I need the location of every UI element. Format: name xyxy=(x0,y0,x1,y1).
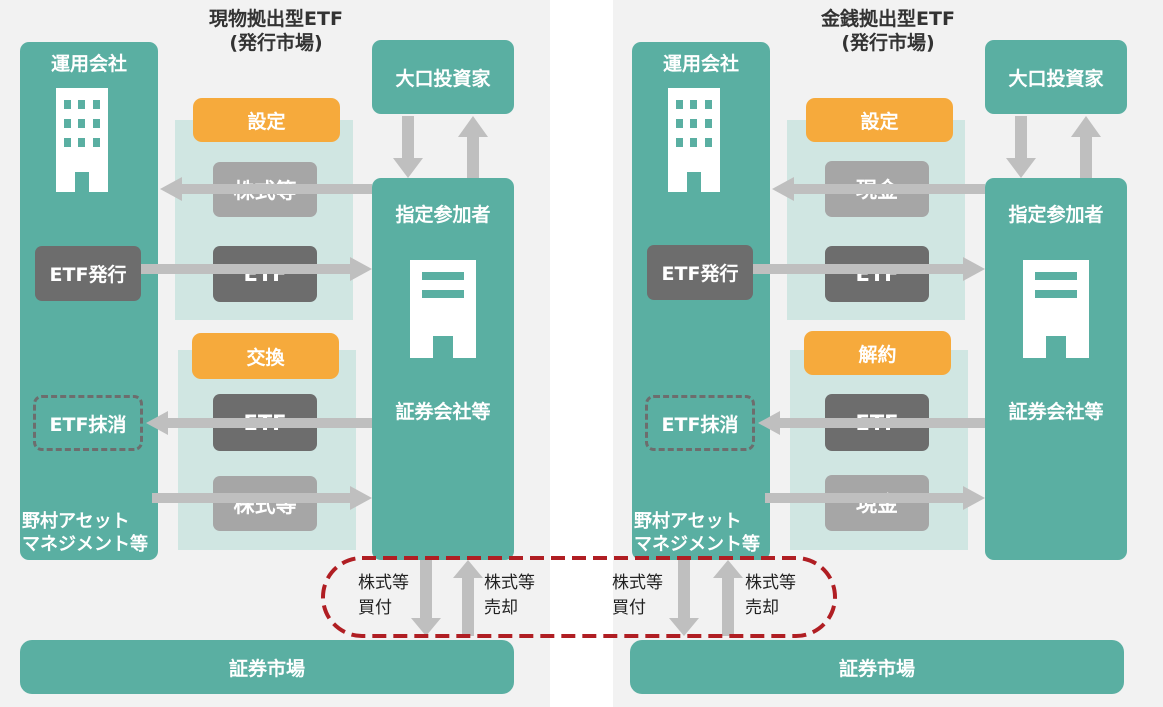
right-big-investor-box: 大口投資家 xyxy=(985,40,1127,114)
right-arrow-flow3 xyxy=(758,411,985,435)
left-big-investor-box: 大口投資家 xyxy=(372,40,514,114)
right-participant-column xyxy=(985,178,1127,560)
left-securities-label: 証券会社等 xyxy=(395,401,491,423)
left-title-line1: 現物拠出型ETF xyxy=(209,8,343,30)
right-securities-label: 証券会社等 xyxy=(1008,401,1104,423)
left-setup-badge: 設定 xyxy=(193,98,340,142)
right-nomura-line1: 野村アセット xyxy=(634,511,742,532)
left-arrow-participant-up xyxy=(458,116,488,178)
left-sell-line2: 売却 xyxy=(484,598,518,618)
right-buy-line2: 買付 xyxy=(612,598,646,618)
left-title: 現物拠出型ETF (発行市場) xyxy=(126,7,426,55)
right-title-line2: (発行市場) xyxy=(841,32,935,54)
office-icon xyxy=(1023,260,1089,358)
left-exchange-badge: 交換 xyxy=(192,333,339,379)
left-arrow-investor-down xyxy=(393,116,423,178)
right-arrow-investor-down xyxy=(1006,116,1036,178)
left-nomura-line1: 野村アセット xyxy=(22,511,130,532)
left-arrow-sell xyxy=(453,560,483,636)
right-cancel-badge: 解約 xyxy=(804,331,951,375)
right-nomura-line2: マネジメント等 xyxy=(634,534,760,555)
right-arrow-buy xyxy=(669,560,699,636)
left-arrow-flow1 xyxy=(160,177,372,201)
right-arrow-flow4 xyxy=(765,486,985,510)
left-buy-line2: 買付 xyxy=(358,598,392,618)
left-nomura-line2: マネジメント等 xyxy=(22,534,148,555)
right-arrow-sell xyxy=(713,560,743,636)
market-trade-highlight xyxy=(321,556,837,638)
right-arrow-flow1 xyxy=(772,177,985,201)
right-etf-cancel-box: ETF抹消 xyxy=(645,395,755,451)
right-arrow-flow2 xyxy=(753,257,985,281)
left-sell-line1: 株式等 xyxy=(484,573,535,593)
right-sell-line1: 株式等 xyxy=(745,573,796,593)
left-etf-issue-box: ETF発行 xyxy=(35,246,141,301)
left-buy-line1: 株式等 xyxy=(358,573,409,593)
left-arrow-buy xyxy=(411,560,441,636)
left-participant-column xyxy=(372,178,514,560)
left-arrow-flow3 xyxy=(146,411,372,435)
right-title: 金銭拠出型ETF (発行市場) xyxy=(738,7,1038,55)
right-arrow-participant-up xyxy=(1071,116,1101,178)
right-participant-label: 指定参加者 xyxy=(1008,204,1104,226)
right-buy-label: 株式等 買付 xyxy=(612,571,663,621)
left-arrow-flow2 xyxy=(141,257,372,281)
right-market-bar: 証券市場 xyxy=(630,640,1124,694)
right-sell-line2: 売却 xyxy=(745,598,779,618)
right-title-line1: 金銭拠出型ETF xyxy=(821,8,955,30)
left-nomura-label: 野村アセット マネジメント等 xyxy=(22,510,148,556)
left-market-bar: 証券市場 xyxy=(20,640,514,694)
right-buy-line1: 株式等 xyxy=(612,573,663,593)
right-sell-label: 株式等 売却 xyxy=(745,571,796,621)
left-title-line2: (発行市場) xyxy=(229,32,323,54)
left-management-label: 運用会社 xyxy=(50,53,127,75)
left-sell-label: 株式等 売却 xyxy=(484,571,535,621)
right-management-label: 運用会社 xyxy=(662,53,739,75)
right-setup-badge: 設定 xyxy=(806,98,953,142)
building-icon xyxy=(56,88,108,192)
left-arrow-flow4 xyxy=(152,486,372,510)
office-icon xyxy=(410,260,476,358)
building-icon xyxy=(668,88,720,192)
left-participant-label: 指定参加者 xyxy=(395,204,491,226)
right-nomura-label: 野村アセット マネジメント等 xyxy=(634,510,760,556)
left-buy-label: 株式等 買付 xyxy=(358,571,409,621)
right-etf-issue-box: ETF発行 xyxy=(647,245,753,300)
left-etf-cancel-box: ETF抹消 xyxy=(33,395,143,451)
